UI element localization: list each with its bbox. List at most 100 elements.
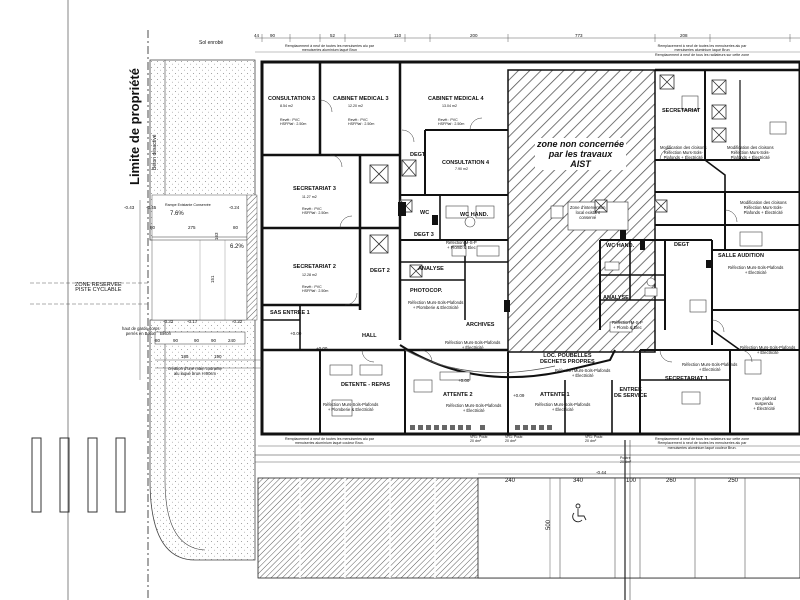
dim-left-1: 275	[188, 225, 196, 230]
room-photocop: PHOTOCOP.	[410, 288, 443, 294]
note-modif-cloisons-3: Modification des cloisons Réfection Murs…	[740, 200, 787, 215]
room-salle-audition: SALLE AUDITION	[718, 253, 764, 259]
room-cabinet4: CABINET MEDICAL 4	[428, 96, 484, 102]
menuiseries-bottom-note: Remplacement à neuf de toutes les menuis…	[285, 437, 374, 446]
radiateurs-top-note: Remplacement à neuf de toutes les menuis…	[655, 44, 750, 57]
room-attente2: ATTENTE 2	[443, 392, 473, 398]
dim-left-8: 80	[155, 338, 161, 343]
room-secretariat2-area: 12.28 m2	[302, 273, 317, 277]
level-k: -0.44	[596, 470, 607, 475]
dim-left-4: 185	[181, 354, 189, 359]
room-degt3: DEGT 3	[414, 232, 434, 238]
note-refection-mslp: Réfection M-S-P + Plomb & Elec	[446, 240, 477, 250]
room-cabinet3-finish: Revêt : PVC HSFPlaf : 2.50m	[348, 118, 375, 127]
room-secretariat-top: SECRETARIAT	[662, 108, 701, 114]
room-attente1: ATTENTE 1	[540, 392, 570, 398]
bottom-ref-1: VR1: Poutr. 20 dm²	[505, 435, 524, 444]
level-j: +0.09	[513, 393, 525, 398]
radiateurs-bottom-note: Remplacement à neuf de tous les radiateu…	[655, 437, 750, 450]
room-wc-hand2: WC HAND.	[606, 243, 635, 249]
note-refection-murs-7: Réfection Murs-Sols-Plafonds + Électrici…	[682, 362, 738, 372]
room-cabinet3: CABINET MEDICAL 3	[333, 96, 389, 102]
sol-enrobe-label: Sol enrobé	[199, 40, 224, 46]
room-entree-service: ENTREE DE SERVICE	[614, 387, 648, 399]
dim-left-2: 80	[233, 225, 239, 230]
room-consultation4: CONSULTATION 4	[442, 160, 490, 166]
dim-left-7: 90	[211, 338, 217, 343]
room-cabinet4-finish: Revêt : PVC HSFPlaf : 2.50m	[438, 118, 465, 127]
room-analyse: ANALYSE	[418, 266, 444, 272]
dim-bottom-2: 100	[626, 478, 637, 484]
accessible-parking-icon	[572, 503, 587, 523]
dim-top-4: 200	[470, 33, 478, 38]
room-cabinet4-area: 13.04 m2	[442, 104, 457, 108]
dim-left-11: 163	[214, 232, 219, 240]
note-refection-murs-5: Réfection Murs-Sols-Plafonds + Électrici…	[728, 265, 784, 275]
dim-top-2: 52	[330, 33, 336, 38]
dim-top-3: 110	[394, 33, 402, 38]
note-refection-mslp-2: Réfection M-S-P + Plomb & Elec	[612, 320, 643, 330]
note-beton: Béton	[160, 331, 171, 336]
dim-left-10: 151	[210, 275, 215, 283]
dim-left-3: 90	[173, 338, 179, 343]
room-detente: DETENTE - REPAS	[341, 382, 391, 388]
room-secretariat3-area: 11.27 m2	[302, 195, 317, 199]
dim-bottom-1: 340	[573, 478, 584, 484]
dim-left-6: 90	[194, 338, 200, 343]
room-secretariat2: SECRETARIAT 2	[293, 264, 336, 270]
note-modif-cloisons-2: Modification des cloisons Réfection Murs…	[727, 145, 774, 160]
beton-desactive-label: Béton désactivé	[152, 134, 158, 170]
ramp-zone	[151, 194, 248, 321]
dim-bottom-5: 500	[546, 519, 552, 530]
level-i: +0.00	[458, 378, 470, 383]
rampe-slope-top: 7.6%	[170, 211, 184, 217]
room-wc: WC	[420, 210, 430, 216]
property-limit-label: Limite de propriété	[127, 67, 142, 185]
level-b: -0.45	[146, 205, 157, 210]
room-archives: ARCHIVES	[466, 322, 495, 328]
room-loc-poubelles: LOC. POUBELLES DECHETS PROPRES	[540, 353, 595, 365]
room-secretariat3: SECRETARIAT 3	[293, 186, 336, 192]
dim-top-0: 44	[254, 33, 260, 38]
dim-bottom-0: 240	[505, 478, 516, 484]
room-degt2: DEGT 2	[370, 268, 390, 274]
room-consultation3-finish: Revêt : PVC HSFPlaf : 2.50m	[280, 118, 307, 127]
dim-top-6: 208	[680, 33, 688, 38]
dim-left-9: 190	[214, 354, 222, 359]
zone-non-concernee-label: zone non concernée par les travaux AIST	[535, 138, 627, 170]
dim-top-1: 90	[270, 33, 276, 38]
exterior-rounded-edge	[164, 60, 206, 551]
level-f: -0.17	[187, 319, 198, 324]
note-garde-corps: haut de garde-corps perrés en Béton	[122, 326, 160, 336]
room-wc-hand: WC HAND.	[460, 212, 489, 218]
dim-bottom-4: 250	[728, 478, 739, 484]
note-refection-murs-6: Réfection Murs-Sols-Plafonds + Électrici…	[740, 345, 796, 355]
note-modif-cloisons-1: Modification des cloisons Réfection Murs…	[660, 145, 707, 160]
level-e: -0.32	[163, 319, 174, 324]
note-refection-murs-2: Réfection Murs-Sols-Plafonds + Électrici…	[446, 403, 502, 413]
room-consultation4-area: 7.90 m2	[455, 167, 468, 171]
dim-left-0: 80	[150, 225, 156, 230]
interior-walls	[262, 62, 641, 434]
rampe-label: Rampe Existante Conservée	[165, 203, 211, 207]
room-secretariat2-finish: Revêt : PVC HSFPlaf : 2.50m	[302, 285, 329, 294]
menuiseries-top-note: Remplacement à neuf de toutes les menuis…	[285, 44, 374, 53]
level-h: +0.00	[316, 346, 328, 351]
level-a: -0.43	[124, 205, 135, 210]
bottom-ref-0: VR1: Poutr. 20 dm²	[470, 435, 489, 444]
note-refection-plomb-1: Réfection Murs-Sols-Plafonds + Plomberie…	[323, 402, 379, 412]
bottom-ref-2: VR1: Poutr. 20 dm²	[585, 435, 604, 444]
room-hall: HALL	[362, 333, 377, 339]
dim-top-5: 773	[575, 33, 583, 38]
bottom-ref-3: Poutre 20 dm²	[620, 456, 632, 465]
room-cabinet3-area: 12.20 m2	[348, 104, 363, 108]
dim-left-5: 240	[228, 338, 236, 343]
room-degt-right: DEGT	[674, 242, 690, 248]
note-zone-ext: Zone d'intervention local existant conse…	[570, 205, 606, 220]
rampe-slope-side: 6.2%	[230, 244, 244, 250]
pedestrian-crossing	[31, 437, 126, 513]
level-c: -0.24	[229, 205, 240, 210]
zone-reservee-label: ZONE RESERVEE PISTE CYCLABLE	[75, 282, 122, 293]
level-g: -0.32	[232, 319, 243, 324]
